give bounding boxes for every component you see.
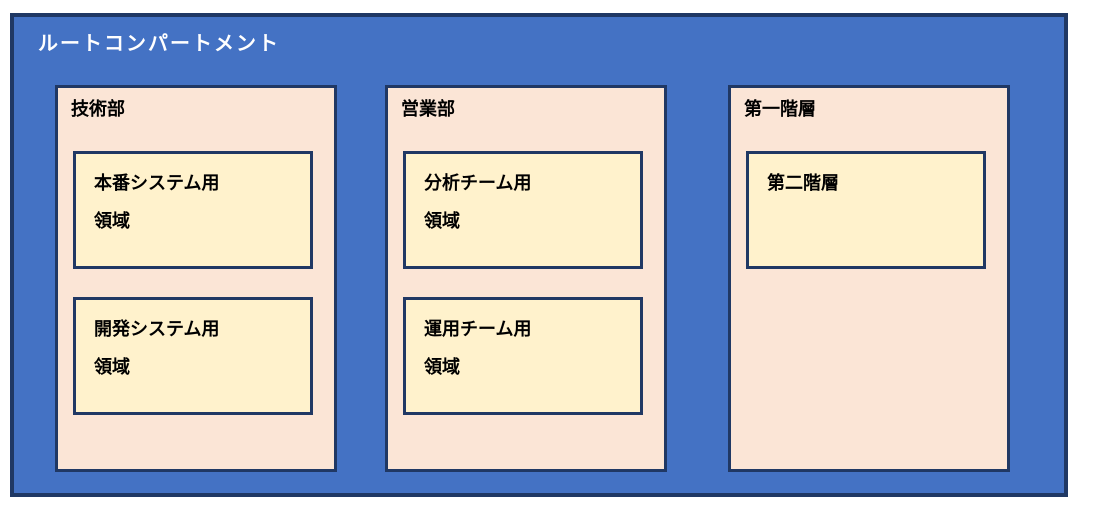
bucket-label-line: 領域 (424, 211, 460, 231)
compartment-sales-dept-label: 営業部 (401, 99, 455, 119)
bucket-analysis-team-area: 分析チーム用 領域 (403, 151, 643, 269)
bucket-label-line: 領域 (94, 357, 130, 377)
bucket-production-system-area: 本番システム用 領域 (73, 151, 313, 269)
bucket-label-line: 本番システム用 (94, 173, 220, 193)
bucket-second-level: 第二階層 (746, 151, 986, 269)
compartment-technology-dept: 技術部 本番システム用 領域 開発システム用 領域 (55, 85, 337, 472)
bucket-label-line: 運用チーム用 (424, 319, 532, 339)
compartment-technology-dept-label: 技術部 (71, 99, 125, 119)
bucket-operations-team-area: 運用チーム用 領域 (403, 297, 643, 415)
bucket-development-system-area: 開発システム用 領域 (73, 297, 313, 415)
bucket-label-line: 領域 (94, 211, 130, 231)
bucket-label-line: 分析チーム用 (424, 173, 532, 193)
bucket-label-line: 開発システム用 (94, 319, 220, 339)
bucket-label-line: 領域 (424, 357, 460, 377)
root-compartment-box: ルートコンパートメント 技術部 本番システム用 領域 開発システム用 領域 営業… (10, 13, 1068, 497)
root-compartment-label: ルートコンパートメント (38, 33, 280, 55)
compartment-sales-dept: 営業部 分析チーム用 領域 運用チーム用 領域 (385, 85, 667, 472)
compartment-first-level: 第一階層 第二階層 (728, 85, 1010, 472)
bucket-label-line: 第二階層 (767, 173, 839, 193)
compartment-first-level-label: 第一階層 (744, 99, 816, 119)
